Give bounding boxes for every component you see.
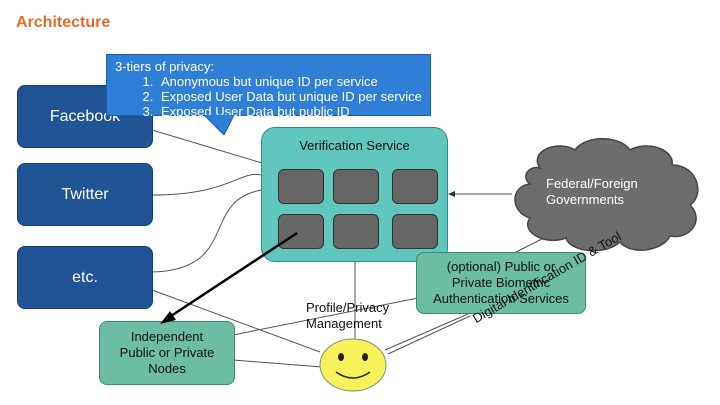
profile-privacy-label: Profile/Privacy Management: [306, 300, 389, 332]
facebook-label: Facebook: [49, 107, 121, 125]
verification-module: [278, 169, 324, 204]
biometric-services-box: (optional) Public or Private Biometric A…: [416, 252, 586, 314]
callout-heading: 3-tiers of privacy:: [115, 59, 214, 74]
verification-module: [333, 214, 379, 249]
twitter-label: Twitter: [61, 185, 109, 203]
cloud-icon: [514, 138, 699, 252]
governments-label-line: Governments: [546, 192, 625, 207]
biometric-label-line: (optional) Public or: [446, 259, 556, 274]
verification-service-label: Verification Service: [299, 138, 410, 153]
slide-title: Architecture: [16, 14, 111, 31]
verification-module: [392, 214, 438, 249]
governments-label: Federal/Foreign Governments: [546, 176, 638, 208]
governments-label-line: Federal/Foreign: [546, 176, 638, 191]
callout-pointer: [203, 115, 235, 136]
facebook-box: Facebook: [17, 85, 153, 148]
biometric-label-line: Private Biometric: [451, 275, 551, 290]
nodes-label-line: Public or Private: [119, 345, 215, 360]
etc-label: etc.: [72, 268, 98, 286]
independent-nodes-box: Independent Public or Private Nodes: [99, 321, 235, 385]
biometric-label-line: Authentication Services: [433, 291, 569, 306]
verification-module: [333, 169, 379, 204]
twitter-box: Twitter: [17, 163, 153, 226]
etc-box: etc.: [17, 246, 153, 309]
verification-service-box: Verification Service: [261, 127, 448, 262]
nodes-label-line: Nodes: [148, 361, 186, 376]
verification-module: [392, 169, 438, 204]
smiley-face-icon: [319, 338, 387, 392]
tier-item: Exposed User Data but unique ID per serv…: [157, 89, 430, 104]
tier-item: Anonymous but unique ID per service: [157, 74, 430, 89]
nodes-label-line: Independent: [130, 329, 204, 344]
profile-label-line: Profile/Privacy: [306, 300, 390, 315]
profile-label-line: Management: [306, 316, 382, 331]
verification-module: [278, 214, 324, 249]
